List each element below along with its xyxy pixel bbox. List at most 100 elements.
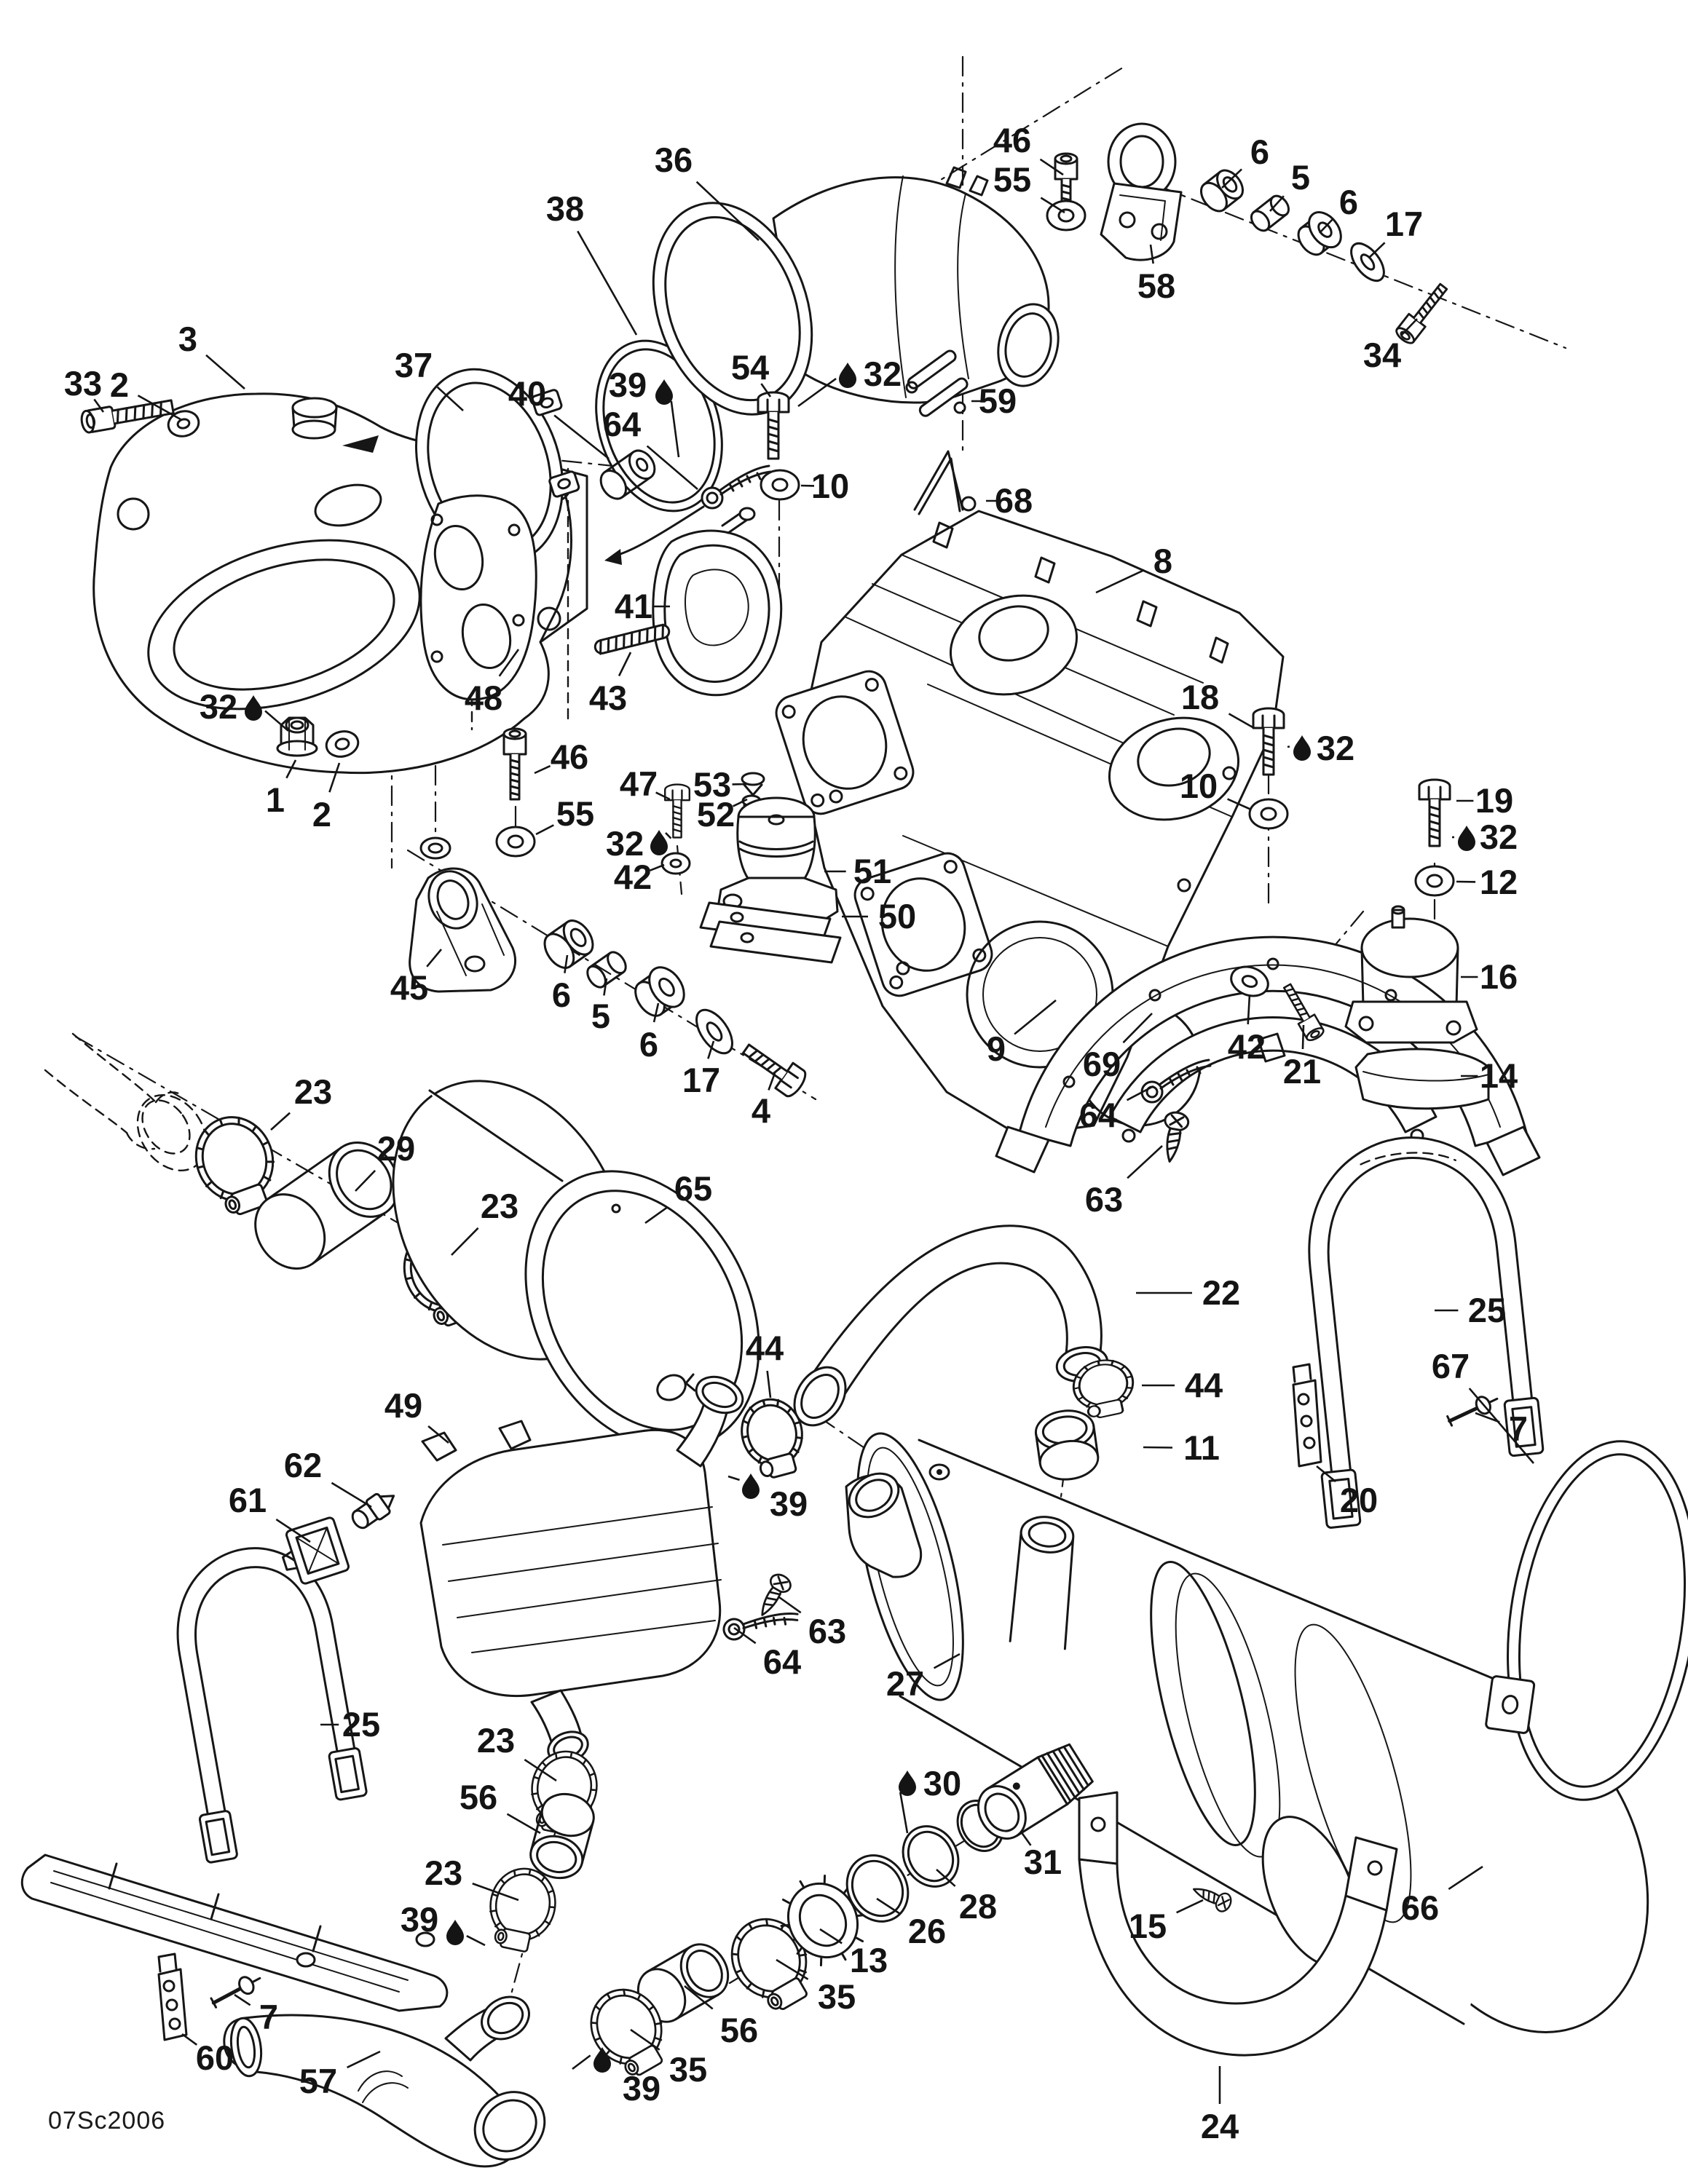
part-label-68: 68 [986,481,1033,520]
part-label-17-top: 17 [1368,205,1423,258]
leader-line [1468,1388,1534,1464]
part-number: 65 [674,1169,712,1208]
part-number: 32 [864,355,902,393]
part-number: 16 [1480,957,1518,996]
sleeve-56-low [636,1943,730,2023]
part-label-42-r: 42 [1228,994,1266,1066]
part-label-7-left: 7 [234,1993,278,2036]
spacer-5-mid [586,951,627,989]
part-label-27: 27 [886,1653,961,1703]
heat-shield [20,1853,449,2012]
part-label-57: 57 [299,2050,381,2100]
droplet-icon [650,830,668,855]
part-label-51: 51 [824,852,891,890]
leader-line [655,791,671,801]
part-number: 18 [1181,678,1219,716]
part-label-47: 47 [620,764,671,803]
leader-line [427,1425,449,1444]
leader-line [328,762,341,793]
part-number: 35 [669,2050,707,2089]
bolt-4 [735,1035,811,1101]
rivet-7-right [1446,1391,1501,1429]
part-number: 43 [589,678,627,717]
part-number: 17 [682,1061,720,1099]
part-label-23-3: 23 [477,1721,557,1782]
washer-10-top [760,469,800,501]
part-label-58: 58 [1137,244,1175,305]
leader-line [1301,1024,1305,1050]
leader-line [1143,1446,1173,1449]
valve-62 [351,1492,395,1530]
leader-line [1475,1412,1500,1423]
bracket-60 [157,1952,188,2041]
leader-line [205,354,245,389]
part-number: 46 [551,737,588,776]
part-label-33: 33 [64,364,105,413]
engine-mount-16 [1344,905,1478,1044]
part-number: 36 [655,141,693,179]
part-number: 10 [1180,767,1218,805]
part-number: 24 [1201,2107,1239,2145]
droplet-icon [742,1473,760,1499]
leader-line [331,1481,372,1508]
part-number: 54 [731,348,769,387]
part-label-29: 29 [355,1129,415,1192]
leader-line [899,1792,909,1834]
leader-line [472,1883,519,1902]
part-label-46-mid: 46 [534,737,588,776]
part-number: 35 [818,1977,856,2016]
bushing-6-top-2 [1297,211,1342,256]
leader-line [665,832,672,839]
leader-line [1319,218,1333,234]
part-number: 13 [850,1941,888,1979]
part-label-3: 3 [178,320,245,389]
part-number: 49 [384,1386,422,1425]
part-number: 2 [312,795,331,834]
band-clamp-67 [1485,1440,1688,1801]
part-label-64-b: 64 [733,1626,801,1681]
part-number: 46 [993,121,1031,159]
part-number: 69 [1083,1045,1121,1083]
part-label-4: 4 [752,1072,776,1130]
part-number: 42 [1228,1027,1266,1066]
spacer-5-top [1250,194,1290,232]
part-label-16: 16 [1461,957,1518,996]
leader-line [933,1653,961,1669]
leader-line [1019,1831,1032,1846]
part-number: 41 [615,587,652,625]
ring-26 [845,1854,910,1923]
part-label-44-right: 44 [1142,1366,1223,1404]
mount-bracket-58 [1100,122,1183,261]
part-label-25-right: 25 [1435,1291,1506,1329]
part-label-30: 30 [899,1764,961,1834]
leader-line [137,395,181,421]
part-number: 66 [1401,1888,1439,1927]
leader-line [498,649,520,677]
part-label-20: 20 [1316,1465,1378,1519]
part-number: 50 [878,897,916,935]
part-label-63-mid: 63 [1085,1145,1163,1219]
part-number: 63 [1085,1180,1123,1219]
part-label-5-mid: 5 [591,978,610,1035]
part-number: 59 [979,381,1017,420]
leader-line [695,181,760,241]
part-number: 39 [609,365,647,404]
part-number: 6 [1250,132,1269,171]
leader-line [275,1518,311,1543]
leader-line [768,1072,776,1091]
part-label-53: 53 [693,765,749,804]
tuned-pipe-cone [652,166,1060,416]
droplet-icon [446,1920,464,1945]
part-label-15: 15 [1129,1899,1204,1945]
part-label-59: 59 [971,381,1017,420]
washer-55-mid [495,826,536,858]
part-number: 21 [1283,1052,1321,1091]
part-number: 6 [1339,183,1358,221]
leader-line [1122,1013,1153,1044]
part-label-50: 50 [842,897,916,935]
cable-tie-64-top [604,464,772,565]
flange-nut-1 [276,716,318,757]
washer-42-right [1230,965,1269,997]
leader-line [524,1758,557,1782]
